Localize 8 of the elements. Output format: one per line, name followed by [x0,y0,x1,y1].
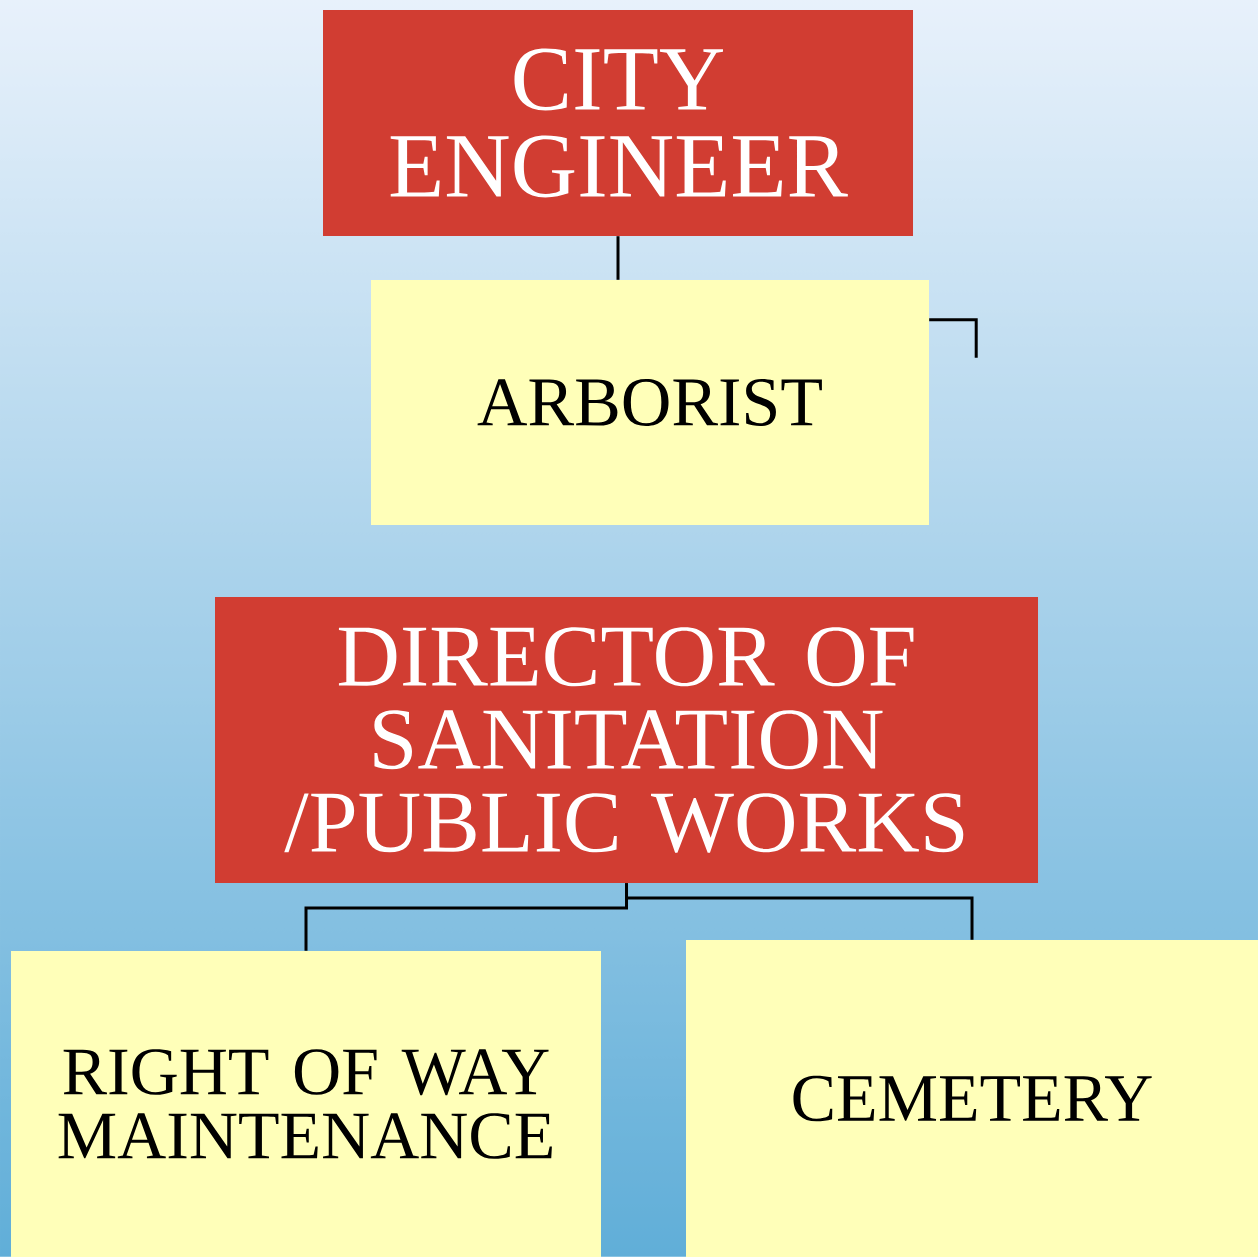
role-box: CEMETERY [686,940,1258,1257]
connector-line [616,236,620,280]
role-box: ARBORIST [371,280,929,525]
title-box: CITY ENGINEER [323,10,913,236]
connector-line [929,318,978,358]
title-box: DIRECTOR OF SANITATION /PUBLIC WORKS [215,597,1038,883]
connector-line [625,883,974,940]
role-box: RIGHT OF WAY MAINTENANCE [11,951,601,1257]
